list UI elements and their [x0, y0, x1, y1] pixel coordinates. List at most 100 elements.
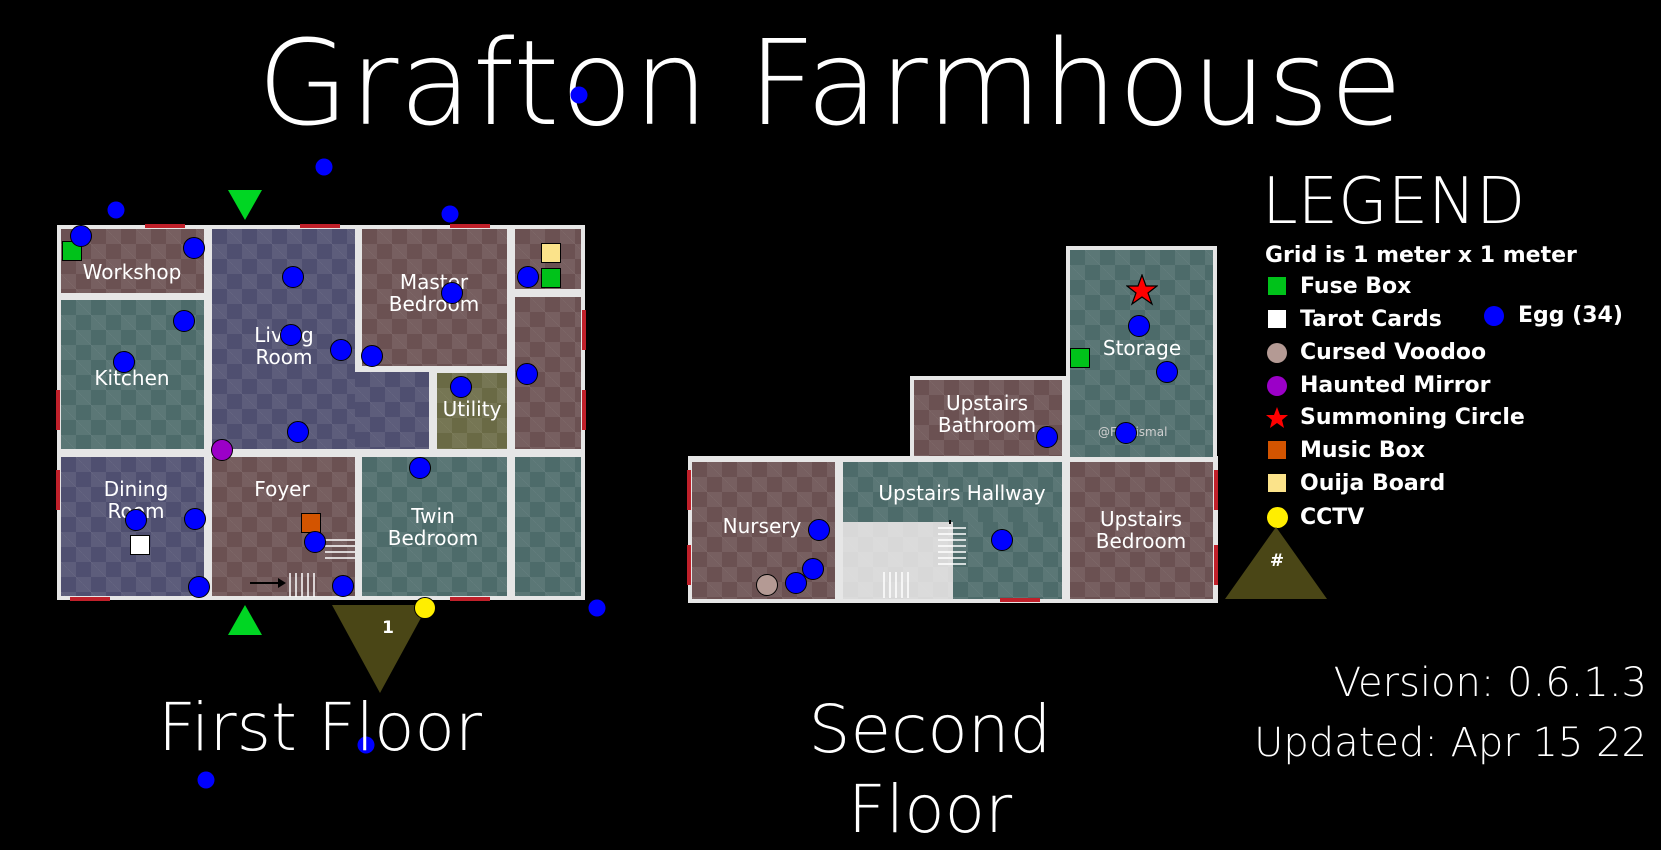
egg-icon: [357, 736, 375, 754]
tarot-cards-icon: [130, 535, 150, 555]
egg-icon: [287, 421, 309, 443]
room-label-upstairs-bathroom: Upstairs Bathroom: [937, 391, 1037, 437]
egg-icon: [188, 576, 210, 598]
egg-icon: [304, 531, 326, 553]
arrow-right-icon: [250, 578, 286, 588]
floor-marker-triangle: [1225, 527, 1327, 599]
legend-title: LEGEND: [1262, 165, 1526, 239]
egg-icon: [450, 376, 472, 398]
egg-icon: [1156, 361, 1178, 383]
cursed-voodoo-icon: [756, 574, 778, 596]
fuse-box-icon: [1070, 348, 1090, 368]
room-foyer: [212, 457, 355, 596]
entrance-triangle-icon: [228, 605, 262, 635]
music-box-icon: [301, 513, 321, 533]
floor-marker-triangle: [332, 605, 428, 693]
room-upstairs-bedroom: [1070, 462, 1213, 599]
egg-icon: [1484, 306, 1504, 326]
room-label-utility: Utility: [442, 397, 502, 421]
egg-icon: [517, 266, 539, 288]
ouija-board-icon: [541, 243, 561, 263]
legend-label: Fuse Box: [1300, 274, 1412, 299]
egg-icon: [1115, 422, 1137, 444]
egg-icon: [1036, 426, 1058, 448]
haunted-mirror-icon: [1267, 376, 1287, 396]
egg-icon: [107, 201, 125, 219]
floor-marker-number: 1: [382, 618, 394, 638]
egg-icon: [282, 266, 304, 288]
egg-icon: [802, 558, 824, 580]
egg-icon: [315, 158, 333, 176]
legend-label: Summoning Circle: [1300, 405, 1525, 430]
egg-icon: [280, 324, 302, 346]
egg-icon: [588, 599, 606, 617]
egg-icon: [361, 345, 383, 367]
egg-icon: [808, 519, 830, 541]
room-label-foyer: Foyer: [254, 477, 310, 501]
room-living-ext: [355, 372, 429, 449]
egg-icon: [173, 310, 195, 332]
fuse-box-icon: [1268, 277, 1286, 295]
room-upstairs-bathroom: [914, 380, 1062, 456]
egg-icon: [183, 237, 205, 259]
entrance-triangle-icon: [228, 190, 262, 220]
room-label-kitchen: Kitchen: [94, 366, 170, 390]
room-label-twin-bedroom: Twin Bedroom: [387, 504, 479, 550]
egg-icon: [184, 508, 206, 530]
summoning-circle-star-icon: [1266, 407, 1288, 428]
room-label-upstairs-bedroom: Upstairs Bedroom: [1095, 507, 1187, 553]
legend-label: Tarot Cards: [1300, 307, 1442, 332]
room-label-upstairs-hallway: Upstairs Hallway: [878, 481, 1046, 505]
egg-icon: [332, 575, 354, 597]
legend-grid-note: Grid is 1 meter x 1 meter: [1265, 243, 1577, 268]
legend-label: Music Box: [1300, 438, 1425, 463]
legend-label: CCTV: [1300, 505, 1365, 530]
egg-icon: [330, 339, 352, 361]
egg-icon: [113, 351, 135, 373]
floor-marker-number: #: [1269, 551, 1285, 571]
fuse-box-icon: [541, 268, 561, 288]
egg-icon: [570, 86, 588, 104]
egg-icon: [1128, 315, 1150, 337]
room-east-lower: [515, 457, 581, 596]
tarot-cards-icon: [1268, 310, 1286, 328]
first-floor-title: First Floor: [157, 689, 483, 766]
egg-icon: [785, 572, 807, 594]
music-box-icon: [1268, 441, 1286, 459]
second-floor-title: Second Floor: [808, 691, 1052, 848]
room-stairwell: [843, 522, 953, 599]
egg-icon: [441, 282, 463, 304]
egg-icon: [991, 529, 1013, 551]
ouija-board-icon: [1268, 474, 1286, 492]
legend-label: Haunted Mirror: [1300, 373, 1491, 398]
updated-text: Updated: Apr 15 22: [1254, 720, 1647, 766]
room-master-bedroom: [362, 229, 507, 366]
room-label-master-bedroom: Master Bedroom: [388, 270, 480, 316]
haunted-mirror-icon: [211, 439, 233, 461]
version-text: Version: 0.6.1.3: [1333, 660, 1647, 706]
legend-label: Cursed Voodoo: [1300, 340, 1487, 365]
map-title: Grafton Farmhouse: [257, 14, 1404, 152]
legend-label-egg: Egg (34): [1518, 303, 1623, 328]
stairs-icon: [938, 520, 966, 565]
cursed-voodoo-icon: [1267, 343, 1287, 363]
cctv-icon: [414, 597, 436, 619]
room-label-workshop: Workshop: [82, 260, 182, 284]
egg-icon: [441, 205, 459, 223]
second-floor-map: Nursery Upstairs Bathroom Upstairs Hallw…: [680, 240, 1240, 610]
room-utility: [437, 373, 507, 449]
egg-icon: [197, 771, 215, 789]
legend-label: Ouija Board: [1300, 471, 1446, 496]
egg-icon: [125, 509, 147, 531]
room-twin-bedroom: [362, 457, 507, 596]
first-floor-map: Workshop Kitchen Living Room Master Bedr…: [0, 0, 606, 791]
egg-icon: [409, 457, 431, 479]
cctv-icon: [1267, 507, 1288, 528]
stairs-icon: [883, 572, 909, 598]
summoning-circle-star-icon: [1126, 274, 1158, 306]
room-label-nursery: Nursery: [722, 514, 802, 538]
room-upstairs-hallway: [843, 462, 1062, 522]
room-label-storage: Storage: [1102, 336, 1182, 360]
egg-icon: [516, 363, 538, 385]
stairs-icon: [289, 539, 355, 597]
